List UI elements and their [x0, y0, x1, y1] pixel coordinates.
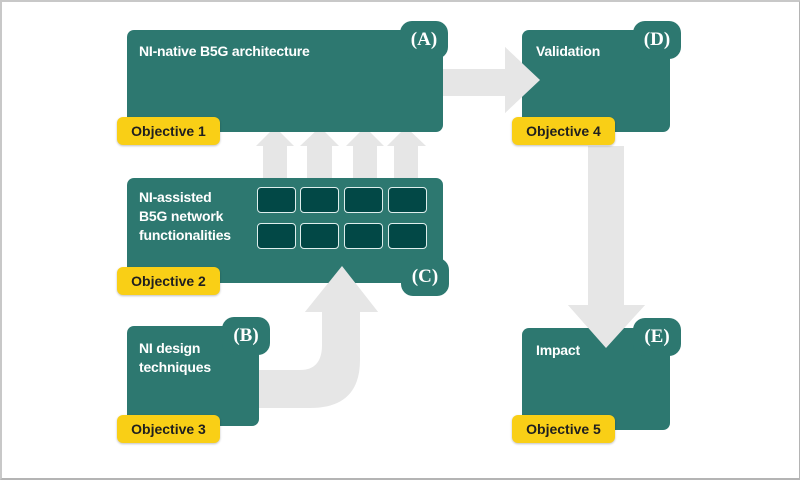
arrow-c-to-a-3: [346, 127, 384, 178]
box-b-tag-label: (B): [233, 325, 259, 346]
box-e-tag: (E): [633, 318, 681, 356]
box-a-tag: (A): [400, 21, 448, 59]
box-e-title: Impact: [536, 342, 580, 358]
box-c-title: NI-assisted B5G network functionalities: [139, 188, 231, 245]
box-d-title: Validation: [536, 43, 601, 59]
arrow-c-to-a-2: [300, 127, 339, 178]
box-b-title-line-1: NI design: [139, 340, 201, 356]
box-d-tag-label: (D): [643, 29, 671, 50]
box-b-title-line-2: techniques: [139, 359, 211, 375]
functionality-cell: [257, 223, 296, 249]
box-a-tag-label: (A): [410, 29, 438, 50]
functionality-cell: [257, 187, 296, 213]
objective-1-badge: Objective 1: [117, 117, 220, 145]
box-b-title: NI design techniques: [139, 339, 211, 377]
box-a-architecture: NI-native B5G architecture: [127, 30, 443, 132]
functionality-cell: [300, 187, 339, 213]
box-c-title-line-2: B5G network: [139, 208, 224, 224]
arrow-c-to-a-4: [387, 127, 426, 178]
functionality-cell: [300, 223, 339, 249]
box-a-title: NI-native B5G architecture: [139, 43, 310, 59]
functionality-cell: [344, 187, 383, 213]
objective-3-badge: Objective 3: [117, 415, 220, 443]
box-b-tag: (B): [222, 317, 270, 355]
objective-4-badge: Objective 4: [512, 117, 615, 145]
box-c-title-line-1: NI-assisted: [139, 189, 212, 205]
box-c-title-line-3: functionalities: [139, 227, 231, 243]
objective-5-badge: Objective 5: [512, 415, 615, 443]
box-d-tag: (D): [633, 21, 681, 59]
arrow-c-to-a-1: [256, 127, 294, 178]
objective-2-badge: Objective 2: [117, 267, 220, 295]
box-c-functionalities: NI-assisted B5G network functionalities: [127, 178, 443, 283]
arrow-b-to-c: [258, 266, 378, 408]
functionality-cell: [388, 223, 427, 249]
box-e-tag-label: (E): [644, 326, 670, 347]
arrow-d-to-e: [568, 146, 645, 348]
functionality-cell: [344, 223, 383, 249]
box-c-tag-label: (C): [411, 266, 439, 287]
functionality-cell: [388, 187, 427, 213]
box-c-tag: (C): [401, 258, 449, 296]
